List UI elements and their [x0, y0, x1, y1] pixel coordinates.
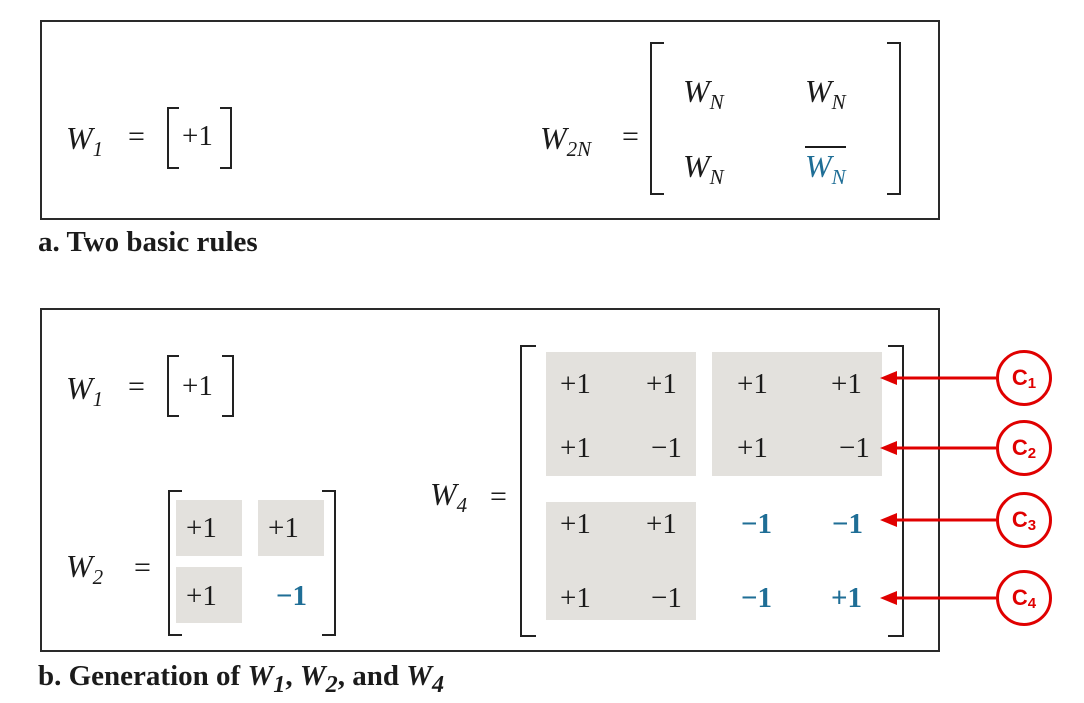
- left-bracket: [168, 490, 182, 636]
- w4-cell: +1: [560, 508, 591, 540]
- shaded-cell: [176, 500, 242, 556]
- right-bracket: [887, 42, 901, 195]
- w1-symbol: W1: [66, 120, 104, 161]
- rules-box: [40, 20, 940, 220]
- matrix-cell-wn-complement: WN: [805, 146, 846, 189]
- equals-sign: =: [128, 120, 145, 153]
- left-bracket: [520, 345, 536, 637]
- w4-cell: +1: [560, 432, 591, 464]
- w4-cell: +1: [737, 368, 768, 400]
- right-bracket: [220, 107, 232, 169]
- w1-value: +1: [182, 370, 213, 402]
- shaded-cell: [258, 500, 324, 556]
- matrix-cell-wn: WN: [805, 73, 846, 114]
- code-label-c3: C3: [996, 492, 1052, 548]
- w4-cell: +1: [831, 368, 862, 400]
- w2-cell: −1: [276, 580, 308, 612]
- caption-b: b. Generation of W1, W2, and W4: [38, 660, 445, 698]
- matrix-cell-wn: WN: [683, 148, 724, 189]
- caption-a: a. Two basic rules: [38, 226, 258, 258]
- w1-value: +1: [182, 120, 213, 152]
- shaded-cell: [176, 567, 242, 623]
- w4-cell: −1: [839, 432, 870, 464]
- generation-box: [40, 308, 940, 652]
- w1-symbol: W1: [66, 370, 104, 411]
- w4-cell: −1: [741, 508, 773, 540]
- equals-sign: =: [128, 370, 145, 403]
- w2-cell: +1: [186, 580, 217, 612]
- shaded-block: [546, 352, 696, 476]
- right-bracket: [888, 345, 904, 637]
- w4-cell: +1: [831, 582, 863, 614]
- w2-cell: +1: [268, 512, 299, 544]
- code-label-c2: C2: [996, 420, 1052, 476]
- w4-cell: +1: [646, 508, 677, 540]
- arrowhead-c3: [880, 513, 897, 527]
- equals-sign: =: [490, 480, 507, 513]
- left-bracket: [167, 355, 179, 417]
- code-label-c4: C4: [996, 570, 1052, 626]
- w4-cell: +1: [646, 368, 677, 400]
- w4-symbol: W4: [430, 476, 468, 517]
- w4-cell: −1: [832, 508, 864, 540]
- arrowhead-c4: [880, 591, 897, 605]
- code-label-c1: C1: [996, 350, 1052, 406]
- arrowhead-c1: [880, 371, 897, 385]
- w4-cell: −1: [741, 582, 773, 614]
- w2-symbol: W2: [66, 548, 104, 589]
- equals-sign: =: [134, 551, 151, 584]
- matrix-cell-wn: WN: [683, 73, 724, 114]
- shaded-block: [546, 502, 696, 620]
- w2-cell: +1: [186, 512, 217, 544]
- w2n-symbol: W2N: [540, 120, 592, 161]
- arrowhead-c2: [880, 441, 897, 455]
- w4-cell: +1: [737, 432, 768, 464]
- shaded-block: [712, 352, 882, 476]
- w4-cell: +1: [560, 582, 591, 614]
- w4-cell: +1: [560, 368, 591, 400]
- w4-cell: −1: [651, 582, 682, 614]
- right-bracket: [222, 355, 234, 417]
- equals-sign: =: [622, 120, 639, 153]
- left-bracket: [167, 107, 179, 169]
- left-bracket: [650, 42, 664, 195]
- right-bracket: [322, 490, 336, 636]
- w4-cell: −1: [651, 432, 682, 464]
